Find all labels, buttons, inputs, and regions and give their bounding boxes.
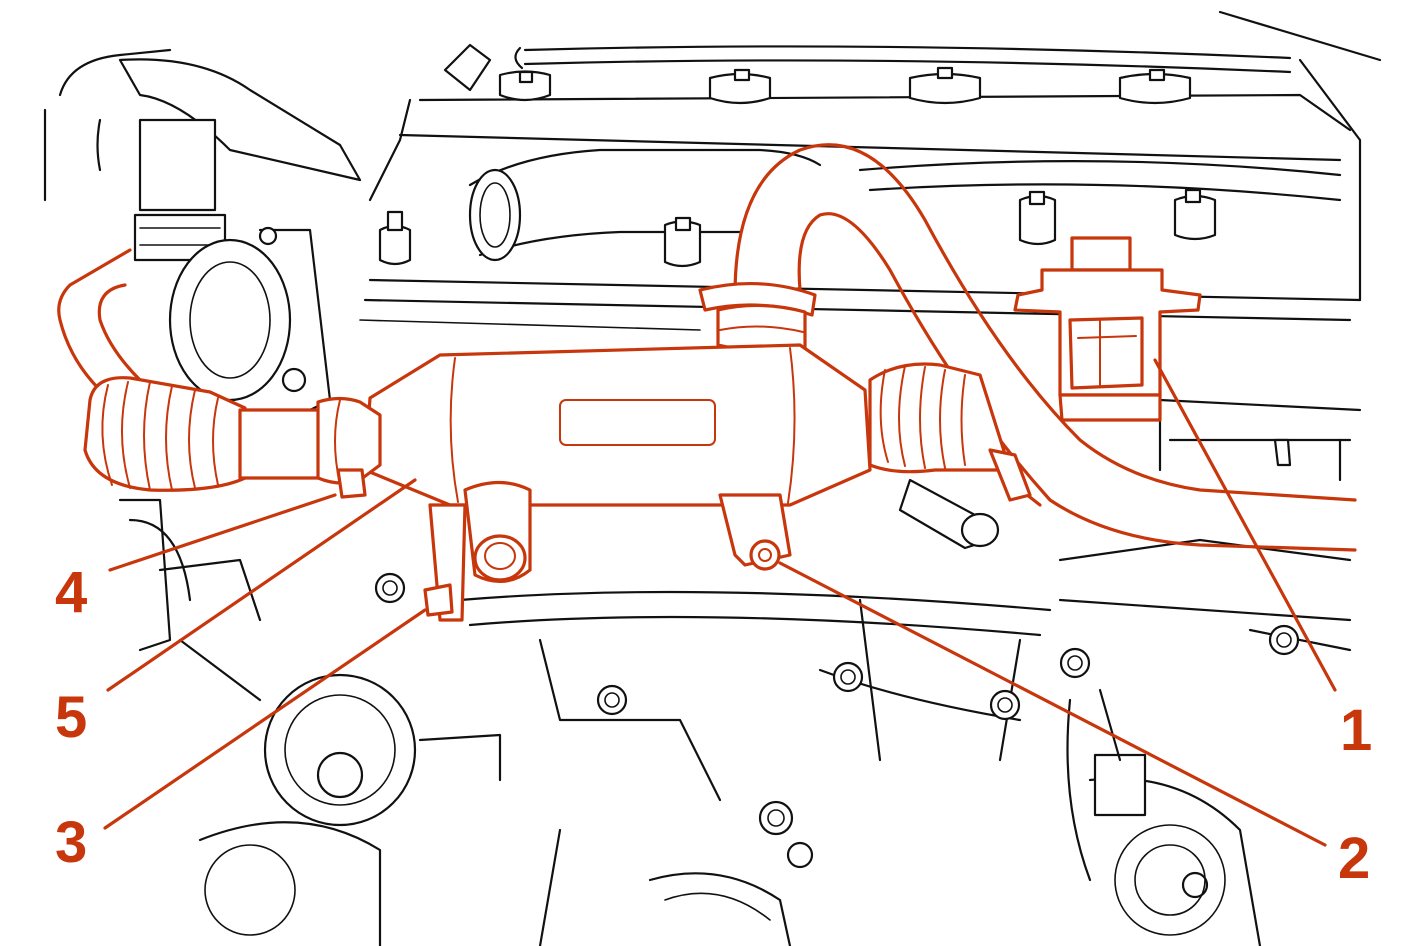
- callout-2: 2: [1338, 826, 1370, 891]
- head-bolts: [378, 188, 1217, 268]
- callout-4: 4: [55, 560, 87, 625]
- egr-cooler: [363, 343, 872, 507]
- leader-line-4: [108, 493, 337, 572]
- cooler-outlet: [423, 480, 532, 622]
- egr-valve: [1013, 236, 1202, 422]
- leader-lines: [103, 358, 1337, 847]
- leader-line-1: [1153, 358, 1337, 692]
- callout-3: 3: [55, 810, 87, 875]
- hose-clamp-top: [698, 281, 817, 353]
- leader-line-5: [106, 478, 417, 692]
- lower-nuts: [374, 572, 1300, 899]
- highlighted-parts: [57, 143, 1357, 622]
- leader-line-2: [778, 561, 1327, 847]
- bellows-left: [57, 248, 382, 499]
- throttle-body: [43, 48, 362, 702]
- intake-elbow: [468, 148, 822, 262]
- callout-labels: 1 2 3 4 5: [55, 560, 1372, 891]
- injector-bolts: [498, 66, 1192, 105]
- pulleys: [198, 673, 1262, 946]
- callout-5: 5: [55, 685, 87, 750]
- leader-line-3: [103, 608, 427, 830]
- bellows-right: [868, 362, 1032, 502]
- callout-1: 1: [1340, 698, 1372, 763]
- engine-block-lines: [43, 10, 1382, 946]
- cooler-mount-foot: [718, 493, 792, 571]
